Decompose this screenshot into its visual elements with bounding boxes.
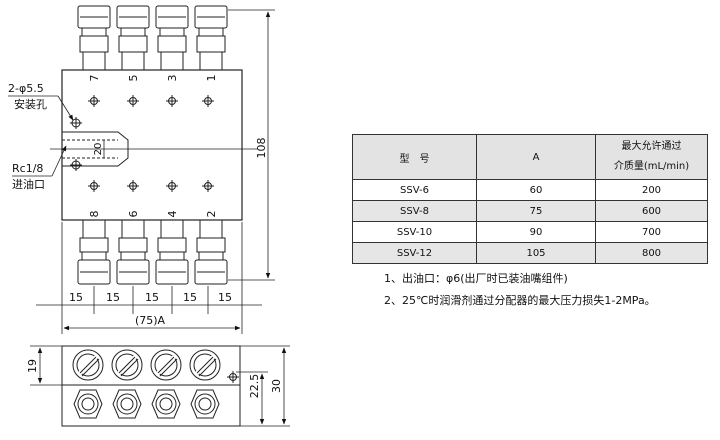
side-dimensions (30, 345, 290, 427)
cell-model: SSV-12 (352, 242, 477, 264)
outlet-number: 5 (127, 75, 140, 82)
header-model: 型 号 (352, 134, 477, 180)
table-row: SSV-12 105 800 (352, 242, 708, 264)
cell-model: SSV-6 (352, 179, 477, 201)
overall-dimension (61, 314, 241, 334)
inlet-name: 进油口 (12, 177, 45, 191)
table-row: SSV-6 60 200 (352, 179, 708, 201)
fitting-top-2 (116, 5, 150, 71)
overall-dim-label: (75)A (135, 314, 166, 327)
outlet-numbers-bottom: 8 6 4 2 (88, 211, 218, 218)
side-view-body (61, 345, 241, 427)
pitch-label: 15 (218, 291, 232, 304)
port-markers (70, 95, 214, 192)
fitting-top-3 (155, 5, 189, 71)
header-a: A (476, 134, 596, 180)
header-flow-line2: 介质量(mL/min) (613, 161, 690, 172)
table-row: SSV-10 90 700 (352, 221, 708, 243)
cell-a: 105 (476, 242, 596, 264)
outlet-number: 1 (205, 75, 218, 82)
inlet-thread: Rc1/8 (12, 162, 43, 175)
outlet-number: 4 (166, 211, 179, 218)
table-row: SSV-8 75 600 (352, 200, 708, 222)
inlet-center-dim: 20 (93, 143, 104, 156)
cell-model: SSV-10 (352, 221, 477, 243)
cell-a: 90 (476, 221, 596, 243)
top-outlet-fittings (77, 5, 228, 71)
cell-flow: 800 (595, 242, 708, 264)
outlet-numbers-top: 7 5 3 1 (88, 75, 218, 82)
mount-hole-size: 2-φ5.5 (8, 82, 44, 95)
fitting-bottom-2 (116, 219, 150, 285)
fitting-bottom-3 (155, 219, 189, 285)
cell-flow: 200 (595, 179, 708, 201)
mount-hole-name: 安装孔 (14, 97, 47, 111)
note-item: 1、出油口：φ6(出厂时已装油嘴组件) (384, 272, 568, 285)
mount-hole-callout: 2-φ5.5 安装孔 (8, 82, 74, 121)
valve-body (61, 69, 243, 221)
side-offset-label: 22.5 (248, 374, 261, 399)
pitch-dimension (36, 222, 262, 334)
notes: 1、出油口：φ6(出厂时已装油嘴组件) 2、25℃时润滑剂通过分配器的最大压力损… (384, 268, 714, 312)
outlet-number: 3 (166, 75, 179, 82)
outlet-nuts (73, 389, 220, 419)
side-height-label: 19 (26, 359, 39, 373)
outlet-number: 2 (205, 211, 218, 218)
pitch-label: 15 (69, 291, 83, 304)
outlet-number: 7 (88, 75, 101, 82)
fitting-top-1 (77, 5, 111, 71)
fitting-bottom-1 (77, 219, 111, 285)
side-view (61, 345, 241, 427)
cell-flow: 700 (595, 221, 708, 243)
height-dimension (228, 9, 275, 281)
header-flow-line1: 最大允许通过 (621, 141, 682, 152)
pitch-labels: 15 15 15 15 15 (69, 291, 232, 304)
fitting-bottom-4 (194, 219, 228, 285)
inlet-callout: Rc1/8 进油口 (12, 145, 67, 191)
header-flow: 最大允许通过 介质量(mL/min) (595, 134, 708, 180)
pitch-label: 15 (106, 291, 120, 304)
screw-heads (72, 349, 221, 381)
cell-flow: 600 (595, 200, 708, 222)
inlet-port (50, 131, 258, 167)
fitting-top-4 (194, 5, 228, 71)
table-header-row: 型 号 A 最大允许通过 介质量(mL/min) (352, 134, 708, 180)
pitch-label: 15 (183, 291, 197, 304)
cell-a: 75 (476, 200, 596, 222)
cell-a: 60 (476, 179, 596, 201)
height-dim-label: 108 (255, 138, 268, 159)
pitch-label: 15 (145, 291, 159, 304)
cell-model: SSV-8 (352, 200, 477, 222)
spec-table: 型 号 A 最大允许通过 介质量(mL/min) SSV-6 60 200 SS… (352, 134, 708, 264)
outlet-number: 6 (127, 211, 140, 218)
bottom-outlet-fittings (77, 219, 228, 285)
side-total-label: 30 (270, 379, 283, 393)
note-item: 2、25℃时润滑剂通过分配器的最大压力损失1-2MPa。 (384, 294, 656, 307)
outlet-number: 8 (88, 211, 101, 218)
